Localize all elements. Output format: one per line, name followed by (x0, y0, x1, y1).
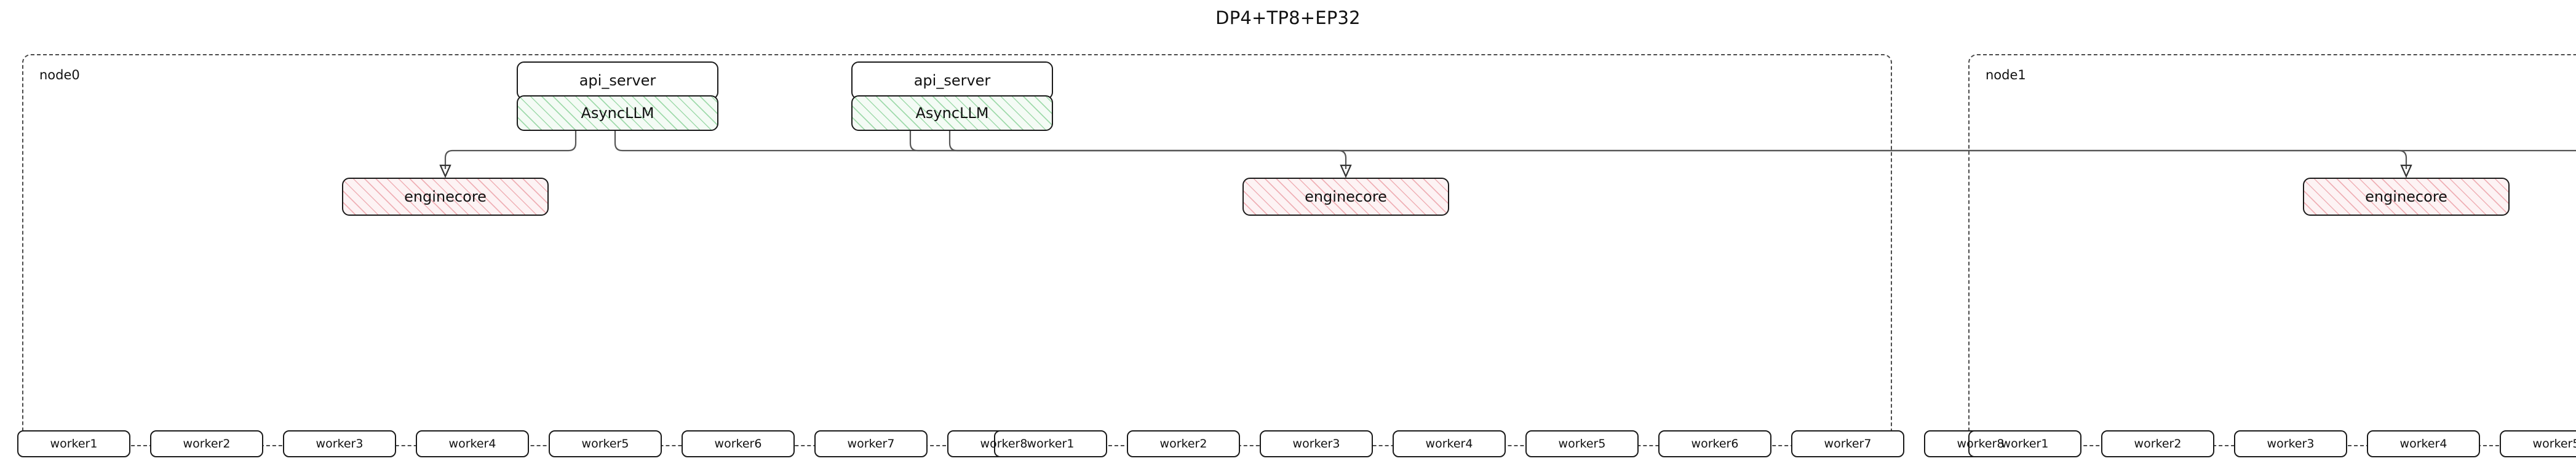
api-server-box-1[interactable]: api_server (851, 61, 1053, 100)
api-server-box-0[interactable]: api_server (517, 61, 718, 100)
worker-box-node1-group0-3[interactable]: worker3 (2234, 430, 2347, 457)
worker-box-node0-group0-5-label: worker5 (581, 436, 629, 451)
worker-box-node0-group1-2-label: worker2 (1159, 436, 1207, 451)
page-title: DP4+TP8+EP32 (1215, 7, 1361, 28)
asyncllm-box-0[interactable]: AsyncLLM (517, 95, 718, 131)
worker-box-node1-group0-2-label: worker2 (2134, 436, 2182, 451)
enginecore-box-0-label: enginecore (404, 188, 487, 205)
worker-box-node1-group0-5-label: worker5 (2532, 436, 2576, 451)
worker-box-node0-group0-1-label: worker1 (50, 436, 98, 451)
worker-box-node0-group1-2[interactable]: worker2 (1127, 430, 1240, 457)
worker-box-node0-group0-4[interactable]: worker4 (416, 430, 529, 457)
cluster-node1: node1 (1968, 54, 2576, 446)
worker-box-node0-group1-8-label: worker8 (1957, 436, 2005, 451)
worker-box-node0-group0-2-label: worker2 (183, 436, 231, 451)
cluster-label-node1: node1 (1986, 68, 2026, 82)
asyncllm-box-1-label: AsyncLLM (915, 104, 989, 122)
worker-box-node0-group0-6[interactable]: worker6 (682, 430, 795, 457)
enginecore-box-2[interactable]: enginecore (2303, 178, 2510, 216)
worker-box-node0-group1-6-label: worker6 (1691, 436, 1739, 451)
worker-box-node0-group1-1-label: worker1 (1027, 436, 1075, 451)
worker-box-node0-group0-2[interactable]: worker2 (150, 430, 263, 457)
worker-box-node1-group0-2[interactable]: worker2 (2101, 430, 2214, 457)
worker-box-node0-group0-3-label: worker3 (316, 436, 364, 451)
enginecore-box-0[interactable]: enginecore (342, 178, 549, 216)
worker-box-node0-group1-7[interactable]: worker7 (1791, 430, 1904, 457)
worker-box-node1-group0-1[interactable]: worker1 (1968, 430, 2081, 457)
worker-box-node0-group1-5[interactable]: worker5 (1525, 430, 1639, 457)
worker-box-node0-group1-6[interactable]: worker6 (1658, 430, 1771, 457)
worker-box-node0-group0-7[interactable]: worker7 (814, 430, 928, 457)
enginecore-box-1[interactable]: enginecore (1242, 178, 1449, 216)
worker-box-node0-group0-7-label: worker7 (847, 436, 895, 451)
worker-box-node0-group0-3[interactable]: worker3 (283, 430, 396, 457)
worker-box-node0-group0-4-label: worker4 (448, 436, 496, 451)
worker-box-node1-group0-4[interactable]: worker4 (2367, 430, 2480, 457)
worker-box-node0-group0-6-label: worker6 (714, 436, 762, 451)
worker-box-node0-group1-3[interactable]: worker3 (1260, 430, 1373, 457)
api-server-box-0-label: api_server (579, 72, 656, 89)
worker-box-node1-group0-4-label: worker4 (2399, 436, 2447, 451)
enginecore-box-2-label: enginecore (2365, 188, 2447, 205)
worker-box-node0-group1-5-label: worker5 (1558, 436, 1606, 451)
worker-box-node0-group0-5[interactable]: worker5 (549, 430, 662, 457)
worker-box-node0-group1-1[interactable]: worker1 (994, 430, 1107, 457)
worker-box-node0-group1-4-label: worker4 (1425, 436, 1473, 451)
worker-box-node0-group1-3-label: worker3 (1292, 436, 1340, 451)
api-server-box-1-label: api_server (913, 72, 991, 89)
asyncllm-box-1[interactable]: AsyncLLM (851, 95, 1053, 131)
worker-box-node1-group0-5[interactable]: worker5 (2500, 430, 2576, 457)
worker-box-node1-group0-1-label: worker1 (2001, 436, 2049, 451)
worker-box-node0-group0-8-label: worker8 (980, 436, 1028, 451)
enginecore-box-1-label: enginecore (1305, 188, 1387, 205)
worker-box-node0-group1-4[interactable]: worker4 (1393, 430, 1506, 457)
worker-box-node1-group0-3-label: worker3 (2267, 436, 2315, 451)
cluster-label-node0: node0 (39, 68, 80, 82)
asyncllm-box-0-label: AsyncLLM (581, 104, 654, 122)
worker-box-node0-group0-1[interactable]: worker1 (17, 430, 130, 457)
worker-box-node0-group1-7-label: worker7 (1824, 436, 1872, 451)
